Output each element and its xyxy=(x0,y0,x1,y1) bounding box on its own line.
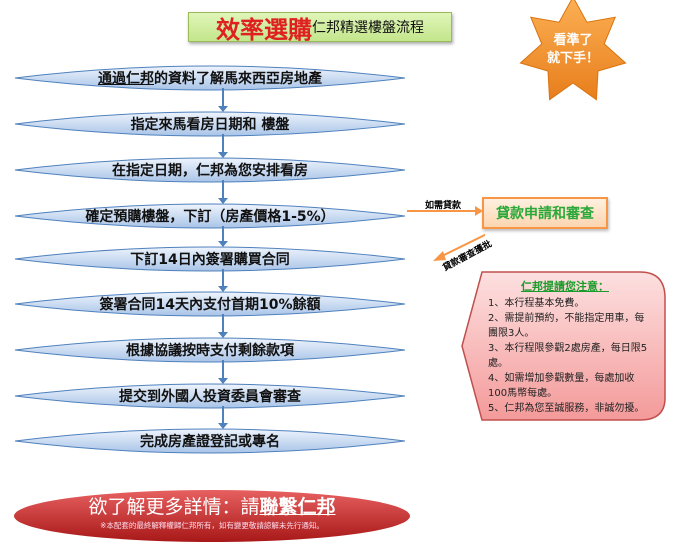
down-arrow-icon xyxy=(218,314,228,342)
notice-item: 2、需提前預約，不能指定用車，每團限3人。 xyxy=(488,313,645,339)
step-1: 通過仁邦的資料了解馬來西亞房地產 xyxy=(13,64,407,92)
down-arrow-icon xyxy=(218,406,228,433)
contact-link[interactable]: 聯繫仁邦 xyxy=(259,496,336,518)
loan-application-box: 貸款申請和審查 xyxy=(482,197,608,229)
step-5: 下訂14日內簽署購買合同 xyxy=(13,245,407,273)
badge-line1: 看準了 xyxy=(553,33,593,48)
step-7: 根據協議按時支付剩餘款項 xyxy=(13,336,407,364)
loan-arrows xyxy=(407,206,485,261)
notice-item: 4、如需增加參觀數量，每處加收100馬幣每處。 xyxy=(488,373,635,399)
badge-line2: 就下手！ xyxy=(546,51,599,66)
step-label: 簽署合同14天內支付首期10%餘額 xyxy=(100,294,321,314)
footer-banner[interactable] xyxy=(12,488,412,544)
down-arrow-icon xyxy=(218,360,228,388)
page-title: 效率選購 仁邦精選樓盤流程 xyxy=(188,12,452,44)
step-text: 根據協議按時支付剩餘款項 xyxy=(126,343,294,359)
step-text: 提交到外國人投資委員會審查 xyxy=(119,389,301,405)
notice-item: 1、本行程基本免費。 xyxy=(488,298,585,309)
step-text: 指定來馬看房日期和 樓盤 xyxy=(130,117,290,133)
down-arrow-icon xyxy=(218,269,228,296)
title-subtitle: 仁邦精選樓盤流程 xyxy=(312,20,424,36)
down-arrow-icon xyxy=(218,88,228,116)
step-6: 簽署合同14天內支付首期10%餘額 xyxy=(13,290,407,318)
notice-item: 5、仁邦為您至誠服務，非誠勿擾。 xyxy=(488,403,645,414)
footer-text: 欲了解更多詳情：請聯繫仁邦 xyxy=(12,492,412,519)
star-badge: 看準了 就下手！ xyxy=(518,0,628,106)
step-label: 根據協議按時支付剩餘款項 xyxy=(126,340,294,360)
notice-heading: 仁邦提請您注意： xyxy=(521,280,609,293)
step-text: 簽署合同14天內支付首期10%餘額 xyxy=(99,297,321,313)
down-arrow-icon xyxy=(218,180,228,208)
down-arrow-icon xyxy=(218,226,228,251)
step-text: 下訂14日內簽署購買合同 xyxy=(130,252,290,268)
step-prefix-link[interactable]: 通過仁邦 xyxy=(98,71,154,87)
step-3: 在指定日期，仁邦為您安排看房 xyxy=(13,156,407,184)
step-label: 通過仁邦的資料了解馬來西亞房地產 xyxy=(98,68,322,88)
step-9: 完成房產證登記或專名 xyxy=(13,427,407,455)
step-text: 完成房產證登記或專名 xyxy=(140,434,280,450)
loan-arrow-label: 如需貸款 xyxy=(425,201,462,211)
step-8: 提交到外國人投資委員會審查 xyxy=(13,382,407,410)
step-text: 在指定日期，仁邦為您安排看房 xyxy=(112,163,308,179)
notice-shape xyxy=(461,271,666,421)
step-label: 指定來馬看房日期和 樓盤 xyxy=(131,114,290,134)
step-label: 提交到外國人投資委員會審查 xyxy=(119,386,301,406)
step-text: 的資料了解馬來西亞房地產 xyxy=(154,71,322,87)
footer-lead: 欲了解更多詳情：請 xyxy=(88,496,260,518)
footer-disclaimer: ※本配套的最終解釋權歸仁邦所有，如有變更敬請諒解未先行通知。 xyxy=(100,521,324,530)
step-label: 在指定日期，仁邦為您安排看房 xyxy=(112,160,308,180)
step-label: 確定預購樓盤，下訂（房產價格1-5%） xyxy=(85,206,334,226)
step-text: 確定預購樓盤，下訂（房產價格1-5%） xyxy=(85,209,335,225)
step-label: 完成房產證登記或專名 xyxy=(140,431,280,451)
notice-item: 3、本行程限參觀2處房產，每日限5處。 xyxy=(488,343,648,369)
notice-panel: 仁邦提請您注意： 1、本行程基本免費。 2、需提前預約，不能指定用車，每團限3人。… xyxy=(480,278,650,416)
step-label: 下訂14日內簽署購買合同 xyxy=(130,249,289,269)
down-arrow-icon xyxy=(218,134,228,162)
step-4: 確定預購樓盤，下訂（房產價格1-5%） xyxy=(13,202,407,230)
step-2: 指定來馬看房日期和 樓盤 xyxy=(13,110,407,138)
title-highlight: 效率選購 xyxy=(216,15,312,44)
